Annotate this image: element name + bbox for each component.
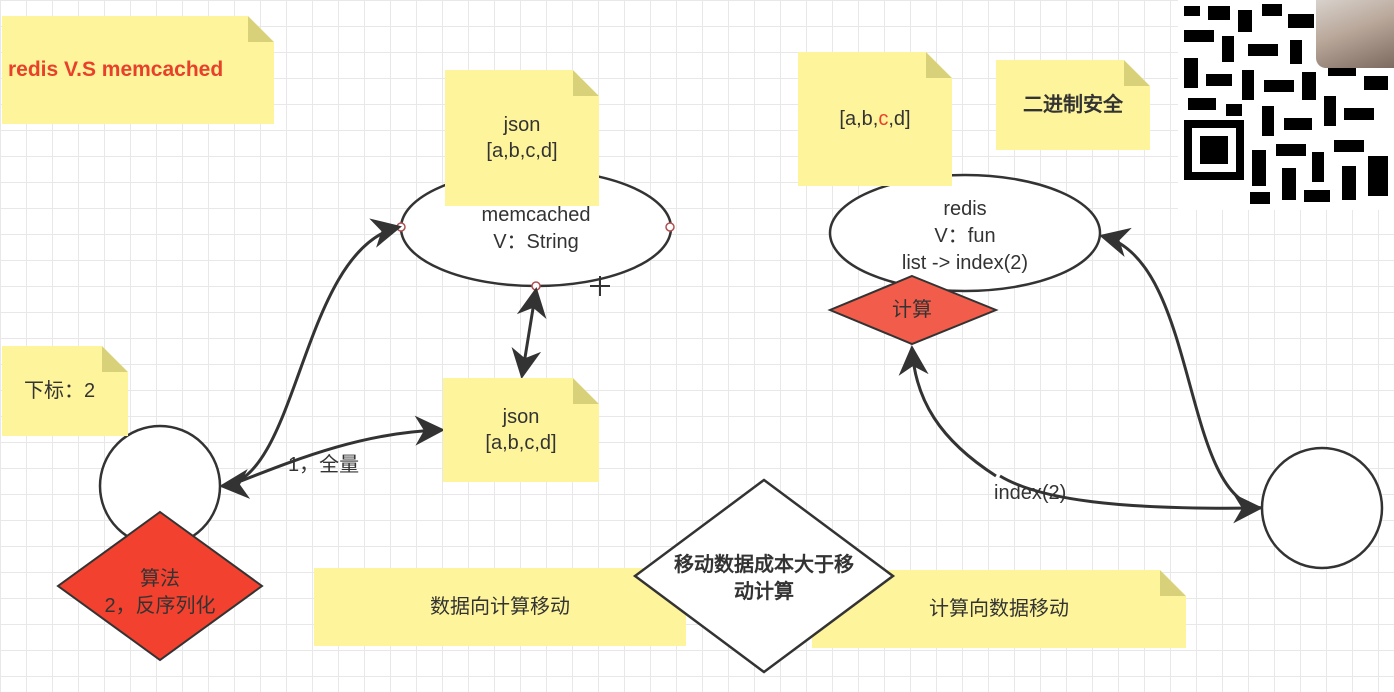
local-json-value: [a,b,c,d] <box>485 432 557 454</box>
memcached-json-note[interactable]: json [a,b,c,d] <box>445 70 599 206</box>
webcam-video <box>1316 0 1394 68</box>
binary-safe-text: 二进制安全 <box>1023 94 1123 116</box>
compute-label: 计算 <box>892 299 932 321</box>
redis-list-highlight: c <box>878 108 889 130</box>
arrow-redis-right <box>1099 227 1263 510</box>
memcached-json-value: [a,b,c,d] <box>486 140 558 162</box>
full-transfer-label: 1，全量 <box>288 454 360 476</box>
redis-ellipse-label: redis V：fun list -> index(2) <box>865 196 1065 277</box>
local-json-note[interactable]: json [a,b,c,d] <box>443 378 599 482</box>
algorithm-label: 算法 2，反序列化 <box>80 566 240 620</box>
redis-value-type: V：fun <box>934 225 996 247</box>
compute-to-data-text: 计算向数据移动 <box>929 598 1069 620</box>
local-json-label: json <box>502 406 540 428</box>
arrow-client-memcached <box>219 218 402 499</box>
redis-name: redis <box>943 198 987 220</box>
index-text: 下标：2 <box>24 380 96 402</box>
redis-list-note[interactable]: [a,b,c,d] <box>798 52 952 186</box>
redis-list-suffix: ,d] <box>888 108 911 130</box>
memcached-name: memcached <box>481 204 591 226</box>
center-diamond[interactable] <box>632 478 896 674</box>
title-note: redis V.S memcached <box>2 16 274 124</box>
qr-code-pattern <box>1178 0 1394 210</box>
memcached-value-type: V：String <box>493 231 579 253</box>
data-to-compute-note[interactable]: 数据向计算移动 <box>314 568 686 646</box>
arrow-full-transfer <box>227 415 445 488</box>
index-request-label: index(2) <box>994 482 1067 504</box>
center-line-1: 移动数据成本大于移 <box>674 554 854 576</box>
memcached-ellipse-label: memcached V：String <box>436 202 636 256</box>
redis-list-value: [a,b,c,d] <box>839 106 910 132</box>
center-diamond-label: 移动数据成本大于移 动计算 <box>644 552 884 606</box>
arrow-index-request <box>999 474 1263 524</box>
data-to-compute-text: 数据向计算移动 <box>430 596 570 618</box>
algorithm-diamond[interactable] <box>56 510 264 662</box>
algorithm-step: 2，反序列化 <box>104 595 216 617</box>
compute-to-data-note[interactable]: 计算向数据移动 <box>812 570 1186 648</box>
title-text: redis V.S memcached <box>8 58 224 81</box>
memcached-json-label: json <box>503 114 541 136</box>
binary-safe-note[interactable]: 二进制安全 <box>996 60 1150 150</box>
algorithm-title: 算法 <box>140 568 180 590</box>
redis-list-prefix: [a,b, <box>839 108 879 130</box>
index-note[interactable]: 下标：2 <box>2 346 128 436</box>
center-line-2: 动计算 <box>734 581 794 603</box>
arrow-to-compute <box>898 345 997 478</box>
compute-diamond[interactable] <box>827 274 999 346</box>
arrow-memcached-json <box>511 287 547 379</box>
redis-list-op: list -> index(2) <box>901 252 1029 274</box>
